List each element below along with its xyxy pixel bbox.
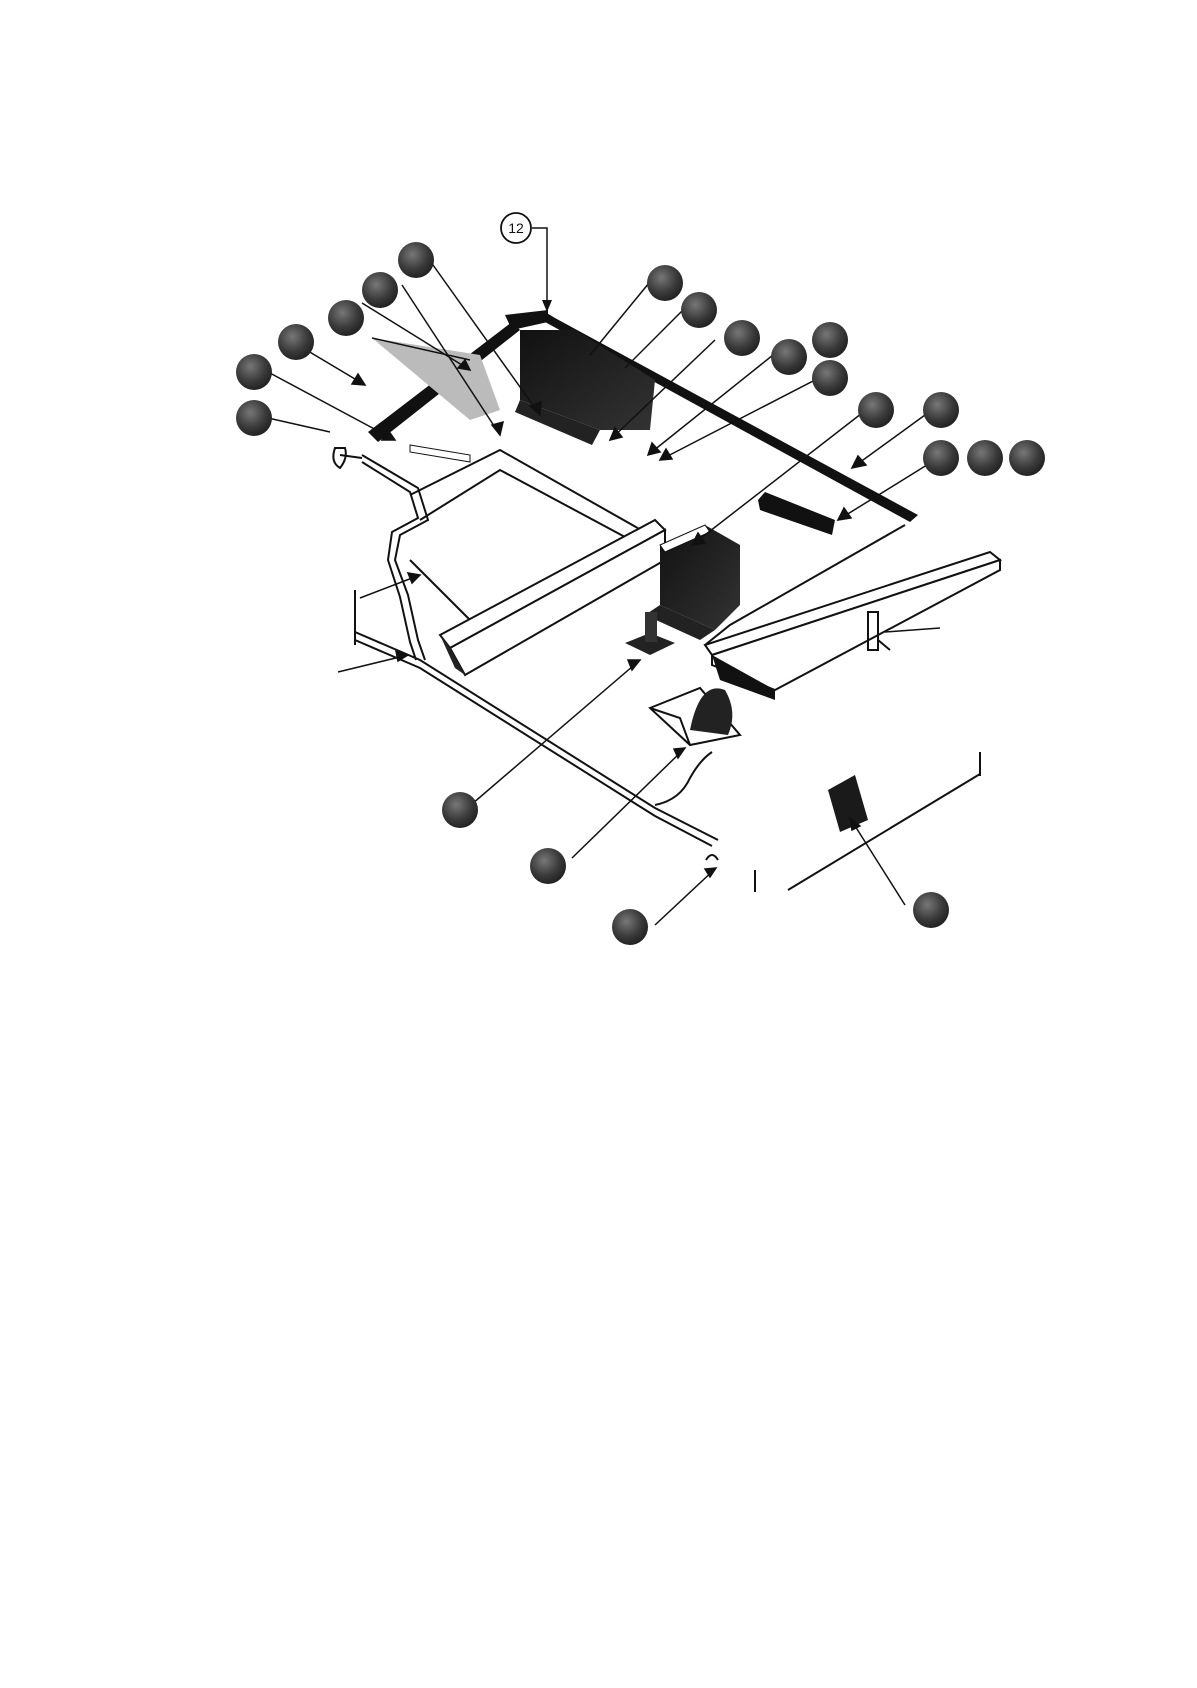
clip-left bbox=[332, 447, 363, 470]
dark-strap bbox=[758, 492, 835, 535]
callout-balloon bbox=[362, 272, 398, 308]
callout-balloon bbox=[1009, 440, 1045, 476]
small-post bbox=[625, 612, 675, 655]
callout-balloon bbox=[724, 320, 760, 356]
inner-frame bbox=[409, 448, 651, 621]
callout-balloon bbox=[812, 360, 848, 396]
callout-balloon bbox=[771, 339, 807, 375]
center-bracket bbox=[645, 524, 740, 640]
callout-balloon bbox=[612, 909, 648, 945]
callout-balloon bbox=[681, 292, 717, 328]
callout-12: 12 bbox=[500, 212, 552, 312]
bowl-assembly bbox=[648, 686, 742, 747]
leader-lines bbox=[267, 257, 941, 926]
callout-balloon bbox=[236, 354, 272, 390]
callout-balloon bbox=[967, 440, 1003, 476]
callout-balloon bbox=[647, 265, 683, 301]
left-rail bbox=[361, 454, 430, 661]
right-platform bbox=[703, 524, 1003, 700]
callout-balloon bbox=[530, 848, 566, 884]
long-beam bbox=[438, 518, 667, 677]
callout-balloons bbox=[236, 242, 1045, 945]
clip-right bbox=[867, 611, 891, 651]
pin-bottom bbox=[705, 854, 719, 861]
floor-outline bbox=[354, 590, 981, 892]
upper-dark-panel bbox=[515, 330, 655, 445]
callout-balloon bbox=[328, 300, 364, 336]
dark-plate bbox=[828, 775, 868, 832]
callout-balloon bbox=[923, 392, 959, 428]
gray-wedge bbox=[371, 337, 500, 463]
callout-balloon bbox=[812, 322, 848, 358]
callout-balloon bbox=[923, 440, 959, 476]
callout-12-label: 12 bbox=[508, 220, 524, 236]
callout-balloon bbox=[858, 392, 894, 428]
callout-balloon bbox=[236, 400, 272, 436]
callout-balloon bbox=[913, 892, 949, 928]
callout-balloon bbox=[278, 324, 314, 360]
callout-balloon bbox=[398, 242, 434, 278]
callout-balloon bbox=[442, 792, 478, 828]
